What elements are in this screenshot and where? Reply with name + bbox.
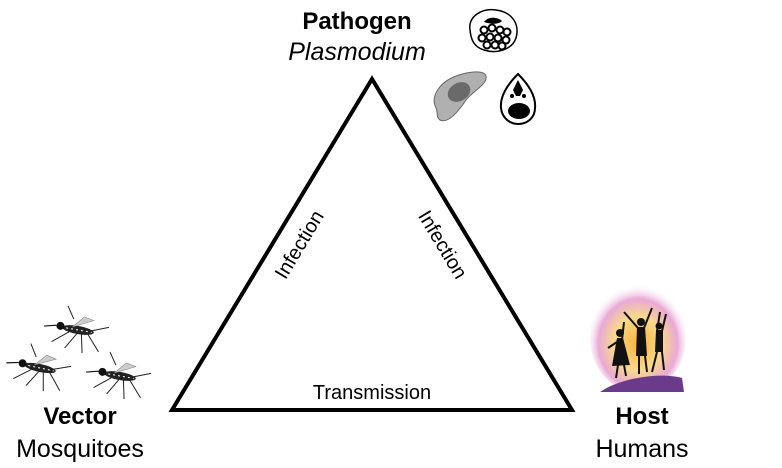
pathogen-subtitle: Plasmodium — [288, 38, 426, 66]
host-subtitle: Humans — [595, 435, 688, 463]
plasmodium-schizont-icon — [469, 8, 518, 53]
mosquito-icon — [1, 301, 154, 404]
humans-dancing-image — [590, 284, 686, 392]
plasmodium-gametocyte-icon — [433, 71, 487, 122]
vector-subtitle: Mosquitoes — [16, 435, 144, 463]
vector-title: Vector — [43, 403, 116, 430]
triangle — [168, 75, 576, 412]
edge-label-right: Infection — [413, 207, 471, 283]
pathogen-title: Pathogen — [302, 8, 411, 35]
edge-label-left: Infection — [271, 207, 329, 283]
host-title: Host — [615, 403, 668, 430]
plasmodium-sporozoite-icon — [499, 72, 537, 126]
edge-label-bottom: Transmission — [313, 382, 431, 404]
